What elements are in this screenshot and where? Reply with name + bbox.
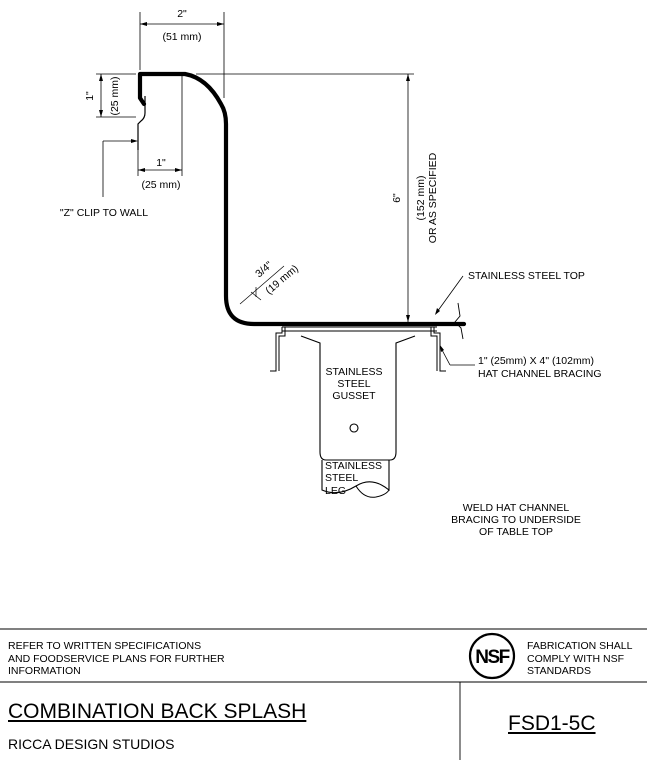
dim-top-width-mm-label: (51 mm) [162, 31, 201, 43]
z-clip-label: "Z" CLIP TO WALL [60, 207, 148, 219]
dimension-lip-height [96, 73, 136, 118]
leg-label-3: LEG [325, 485, 346, 497]
gusset-label-1: STAINLESS [326, 366, 383, 378]
dimension-splash-height [196, 73, 414, 322]
weld-note-3: OF TABLE TOP [479, 526, 553, 538]
dim-lip-height-label: 1" [84, 91, 96, 101]
dim-splash-height-note: OR AS SPECIFIED [427, 152, 439, 243]
title-block-note-right: FABRICATION SHALL COMPLY WITH NSF STANDA… [527, 640, 633, 678]
gusset-label-2: STEEL [337, 378, 370, 390]
stainless-top-label: STAINLESS STEEL TOP [468, 270, 585, 282]
leg-label-1: STAINLESS [325, 460, 382, 472]
backsplash-profile [137, 71, 467, 327]
radius-label: 3/4" [253, 259, 275, 280]
hat-channel-label-1: 1" (25mm) X 4" (102mm) [478, 355, 594, 367]
radius-callout [239, 265, 285, 305]
gusset-hole [349, 423, 359, 433]
nsf-logo: NSF [468, 632, 516, 680]
leg-break [355, 485, 390, 498]
title-block-borders [0, 628, 647, 760]
gusset-label-3: GUSSET [332, 390, 376, 402]
top-leader [435, 275, 464, 315]
dim-splash-height-mm-label: (152 mm) [415, 176, 427, 221]
dim-clip-width-mm-label: (25 mm) [141, 179, 180, 191]
dim-lip-height-mm-label: (25 mm) [109, 76, 121, 115]
dim-top-width-label: 2" [177, 8, 187, 20]
dim-splash-height-label: 6" [391, 193, 403, 203]
weld-note-1: WELD HAT CHANNEL [463, 502, 570, 514]
hat-channel-leader [440, 345, 475, 366]
leg-label-2: STEEL [325, 472, 358, 484]
drawing-title: COMBINATION BACK SPLASH [8, 700, 307, 723]
gusset [300, 335, 416, 461]
dimension-clip-width [137, 76, 183, 176]
hat-channel-label-2: HAT CHANNEL BRACING [478, 368, 602, 380]
z-clip-leader [102, 139, 138, 197]
dimension-top-width [139, 12, 225, 98]
break-line [454, 302, 464, 340]
dim-clip-width-label: 1" [156, 157, 166, 169]
nsf-logo-text: NSF [475, 647, 509, 668]
title-block-note-left: REFER TO WRITTEN SPECIFICATIONS AND FOOD… [8, 640, 225, 678]
z-clip [137, 96, 146, 150]
weld-note-2: BRACING TO UNDERSIDE [451, 514, 581, 526]
drawing-number: FSD1-5C [508, 712, 596, 735]
hat-channel-bracing [270, 326, 446, 372]
company-name: RICCA DESIGN STUDIOS [8, 736, 175, 752]
